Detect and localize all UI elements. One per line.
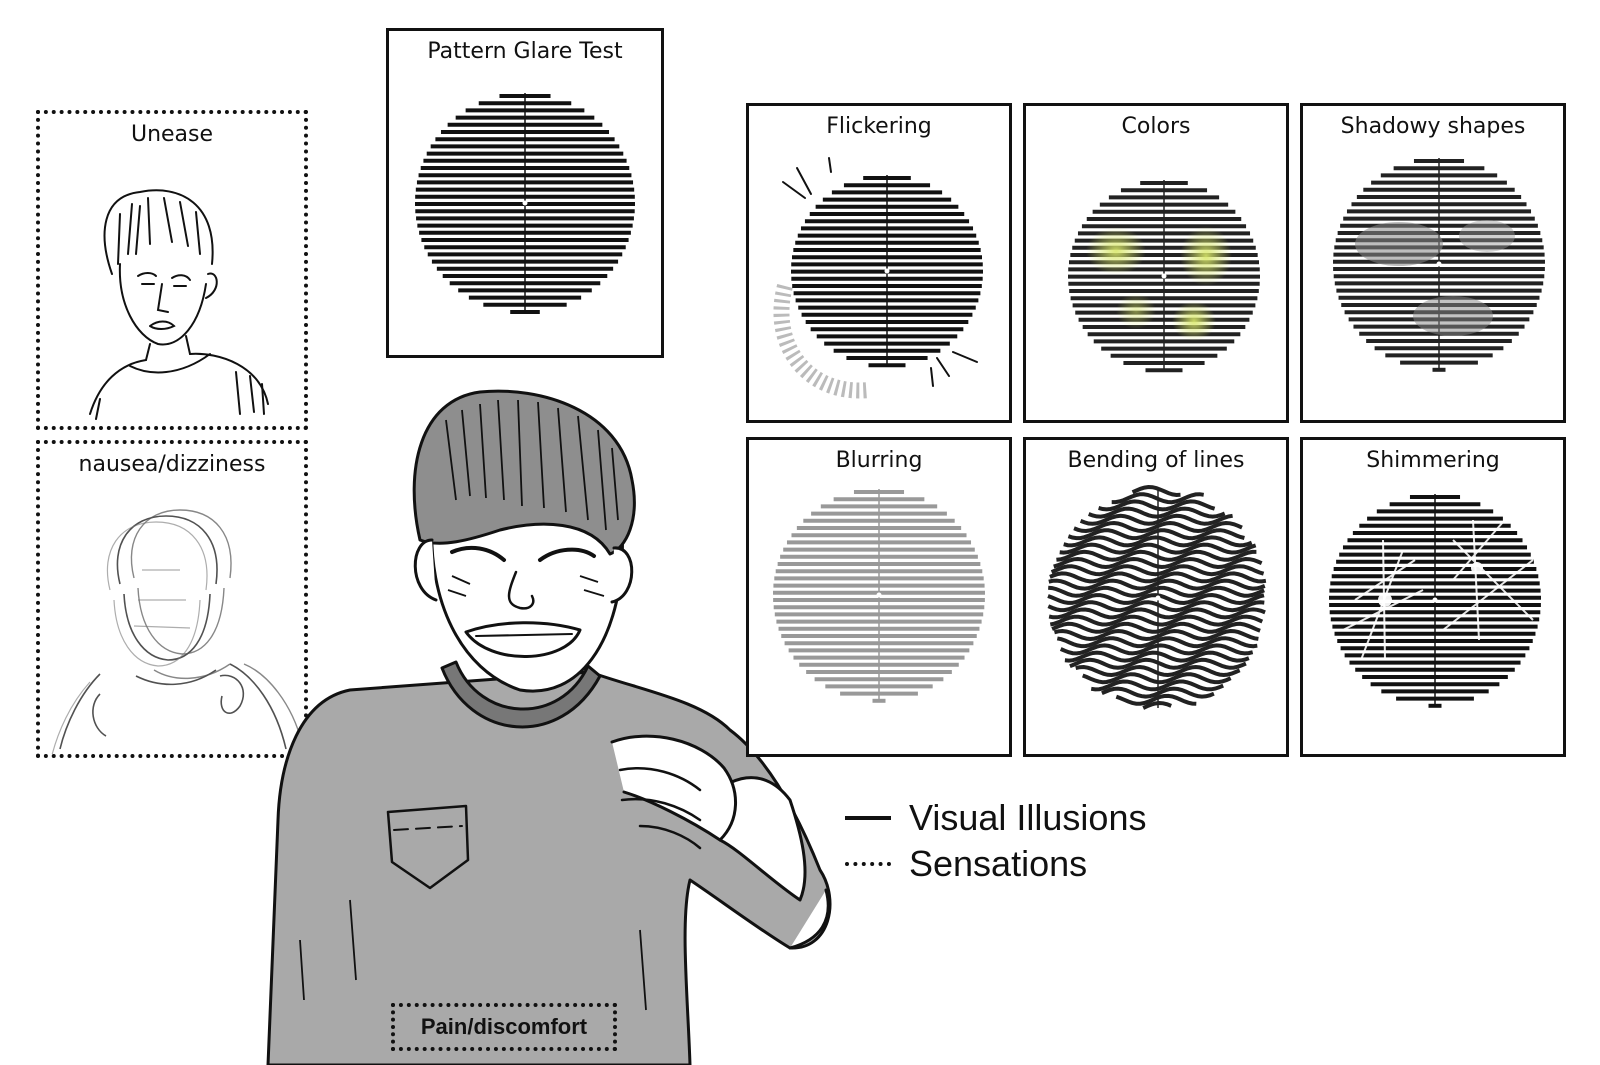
dotted-line-swatch — [845, 862, 891, 866]
grating-stripe — [1067, 528, 1245, 541]
fixation-point — [1161, 273, 1167, 279]
grating-stripe — [1048, 578, 1266, 591]
colors-panel: Colors — [1023, 103, 1289, 423]
solid-line-swatch — [845, 816, 891, 820]
shimmering-title: Shimmering — [1366, 448, 1500, 473]
striped-grating — [791, 175, 983, 368]
legend: Visual Illusions Sensations — [845, 795, 1146, 887]
shimmering-panel: Shimmering — [1300, 437, 1566, 757]
nausea-dizziness-title: nausea/dizziness — [78, 452, 266, 477]
grating-stripe — [1048, 585, 1265, 598]
grating-stripe — [1131, 484, 1181, 498]
legend-visual-illusions-label: Visual Illusions — [909, 797, 1147, 838]
grating-stripe — [1115, 693, 1197, 706]
grating-stripe — [1048, 607, 1266, 620]
grating-stripe — [1087, 506, 1226, 519]
pattern-glare-test-panel: Pattern Glare Test — [386, 28, 664, 358]
striped-grating — [773, 489, 985, 703]
striped-grating — [415, 93, 635, 314]
pain-discomfort-label: Pain/discomfort — [391, 1003, 617, 1051]
unease-title: Unease — [130, 122, 214, 147]
grating-stripe — [1059, 643, 1254, 656]
fixation-point — [1155, 595, 1161, 601]
grating-stripe — [1090, 679, 1224, 692]
bending-of-lines-title: Bending of lines — [1067, 448, 1245, 473]
shadowy-shapes-stimulus — [1333, 158, 1545, 372]
bending-of-lines-stimulus — [1047, 484, 1267, 710]
colors-title: Colors — [1121, 114, 1191, 139]
legend-sensations: Sensations — [845, 841, 1146, 887]
fixation-point — [1432, 597, 1438, 603]
grating-stripe — [1056, 549, 1257, 562]
striped-grating — [1329, 494, 1541, 708]
unease-panel: Unease — [36, 110, 308, 430]
fixation-point — [884, 268, 890, 274]
grating-stripe — [1051, 621, 1261, 634]
shimmering-stimulus — [1329, 494, 1541, 708]
flickering-panel: Flickering — [746, 103, 1012, 423]
nausea-dizziness-panel: nausea/dizziness — [36, 440, 308, 758]
grating-stripe — [1098, 499, 1216, 512]
pattern-glare-test-stimulus — [415, 93, 635, 314]
pattern-glare-test-title: Pattern Glare Test — [427, 39, 623, 64]
grating-stripe — [1142, 700, 1172, 710]
flicker-marks — [782, 157, 978, 387]
blurring-panel: Blurring — [746, 437, 1012, 757]
shadowy-shapes-title: Shadowy shapes — [1340, 114, 1526, 139]
grating-stripe — [1064, 650, 1250, 663]
grating-stripe — [1049, 614, 1264, 627]
grating-stripe — [1079, 513, 1233, 526]
blurring-stimulus — [773, 489, 985, 703]
striped-grating — [1068, 180, 1260, 373]
striped-grating — [1047, 484, 1267, 710]
shadowy-shapes-panel: Shadowy shapes — [1300, 103, 1566, 423]
flickering-title: Flickering — [826, 114, 932, 139]
flickering-stimulus — [773, 157, 983, 399]
fixation-point — [1436, 261, 1442, 267]
main-child-drawing — [266, 389, 832, 1065]
grating-stripe — [1053, 628, 1259, 642]
grating-stripe — [1047, 592, 1265, 606]
striped-grating — [1333, 158, 1545, 372]
grating-stripe — [1047, 600, 1265, 613]
bending-of-lines-panel: Bending of lines — [1023, 437, 1289, 757]
blurring-title: Blurring — [835, 448, 923, 473]
fixation-point — [522, 200, 528, 206]
uneasy-child-drawing — [89, 189, 269, 420]
fixation-point — [876, 592, 882, 598]
legend-visual-illusions: Visual Illusions — [845, 795, 1146, 841]
legend-sensations-label: Sensations — [909, 843, 1088, 884]
grating-stripe — [1081, 672, 1232, 685]
colors-stimulus — [1068, 180, 1260, 373]
